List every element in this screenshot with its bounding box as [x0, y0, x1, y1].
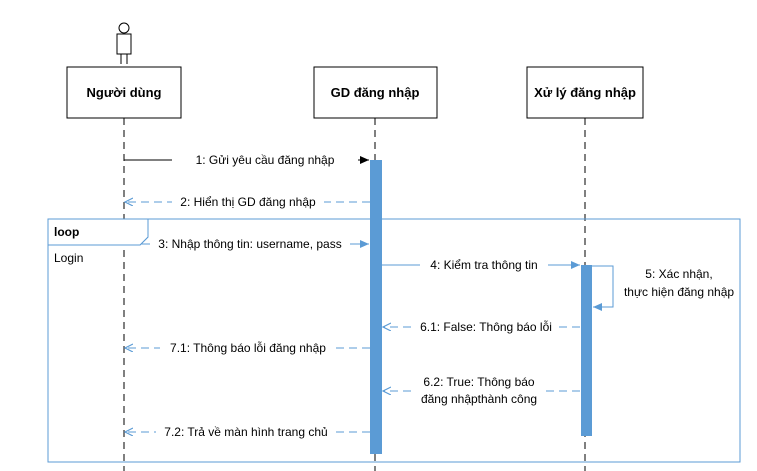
participant-nguoi-dung-label: Người dùng — [87, 85, 162, 100]
loop-guard-label: Login — [54, 251, 83, 265]
message-3-label: 3: Nhập thông tin: username, pass — [158, 237, 341, 251]
message-6-2: 6.2: True: Thông báo đăng nhậpthành công — [383, 373, 580, 407]
message-4-label: 4: Kiểm tra thông tin — [430, 258, 537, 272]
message-7-1: 7.1: Thông báo lỗi đăng nhập — [125, 339, 370, 355]
message-2-label: 2: Hiển thị GD đăng nhập — [180, 195, 316, 209]
message-6-2-label-line-1: 6.2: True: Thông báo — [423, 375, 535, 389]
participant-nguoi-dung: Người dùng — [66, 66, 182, 119]
message-5-label-line-2: thực hiện đăng nhập — [624, 285, 734, 299]
actor-icon — [116, 22, 132, 64]
activation-gd-dang-nhap — [370, 160, 382, 454]
activation-xu-ly-dang-nhap — [581, 265, 592, 436]
message-7-2-label: 7.2: Trả về màn hình trang chủ — [164, 425, 327, 439]
message-7-1-label: 7.1: Thông báo lỗi đăng nhập — [170, 340, 326, 355]
message-6-1-label: 6.1: False: Thông báo lỗi — [420, 319, 552, 334]
message-4: 4: Kiểm tra thông tin — [382, 256, 580, 272]
message-6-2-label-line-2: đăng nhậpthành công — [421, 392, 537, 406]
message-2: 2: Hiển thị GD đăng nhập — [125, 193, 370, 209]
participant-gd-dang-nhap-label: GD đăng nhập — [331, 85, 420, 100]
participant-xu-ly-dang-nhap: Xử lý đăng nhập — [526, 66, 644, 119]
message-7-2: 7.2: Trả về màn hình trang chủ — [125, 423, 370, 439]
loop-fragment: loop Login — [47, 218, 741, 463]
message-6-1: 6.1: False: Thông báo lỗi — [383, 318, 580, 334]
message-3: 3: Nhập thông tin: username, pass — [124, 235, 369, 251]
participant-xu-ly-dang-nhap-label: Xử lý đăng nhập — [534, 85, 636, 100]
participant-gd-dang-nhap: GD đăng nhập — [313, 66, 438, 119]
message-5-label-line-1: 5: Xác nhận, — [645, 267, 712, 281]
loop-tab — [47, 218, 149, 246]
loop-tab-label: loop — [54, 225, 79, 239]
message-1-label: 1: Gửi yêu cầu đăng nhập — [196, 153, 335, 167]
message-1: 1: Gửi yêu cầu đăng nhập — [124, 151, 369, 167]
message-5-self: 5: Xác nhận, thực hiện đăng nhập — [592, 265, 734, 311]
